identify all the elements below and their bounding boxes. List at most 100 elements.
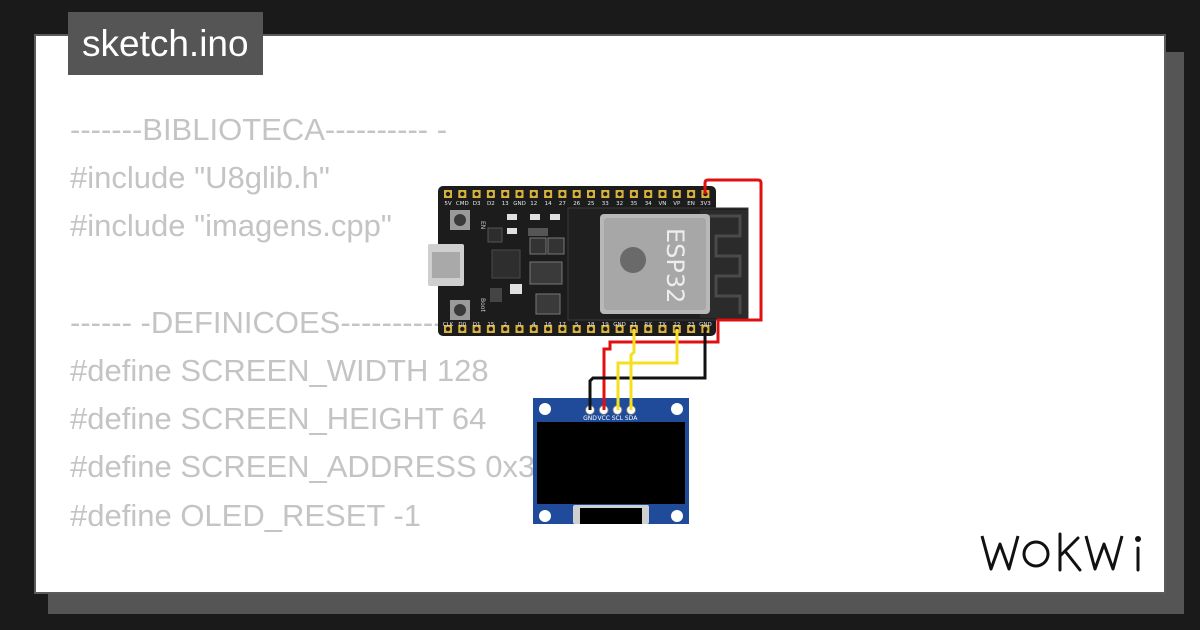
pin-hole [631, 191, 637, 197]
pin-hole [646, 191, 651, 197]
oled-pin-label: GND [583, 415, 597, 422]
code-line: -------BIBLIOTECA---------- - [70, 112, 448, 147]
pin-label: CLK [443, 322, 454, 328]
pin-label: 35 [630, 201, 637, 207]
pin-hole [588, 326, 594, 332]
pin-hole [688, 326, 694, 332]
pin-hole [603, 191, 608, 197]
pin-hole [445, 326, 451, 332]
usb-chip [491, 249, 521, 279]
pin-label: 0 [518, 322, 522, 328]
pin-hole [531, 191, 536, 197]
pin-label: CMD [456, 201, 469, 207]
oled-pin-label: SCL [612, 415, 624, 422]
pin-hole [574, 326, 579, 332]
pin-label: 5V [444, 201, 451, 207]
pin-label: 23 [688, 322, 695, 328]
pin-hole [617, 326, 622, 332]
pin-label: 34 [645, 201, 652, 207]
pin-hole [503, 191, 508, 197]
pin-label: 33 [602, 201, 609, 207]
pin-hole [531, 326, 536, 332]
code-line: #define SCREEN_WIDTH 128 [70, 352, 489, 388]
pin-hole [588, 191, 594, 197]
oled-screen [537, 422, 685, 504]
pin-hole [488, 326, 494, 332]
pin-label: 26 [573, 201, 580, 207]
pin-label: GND [613, 322, 626, 328]
pin-label: 25 [588, 201, 595, 207]
pin-label: 12 [530, 201, 537, 207]
pin-label: D3 [473, 201, 481, 207]
pin-label: 2 [503, 322, 507, 328]
pin-label: 4 [532, 322, 536, 328]
pin-label: 3V3 [700, 201, 711, 207]
pin-label: 5 [575, 322, 579, 328]
code-line: #define OLED_RESET -1 [70, 497, 421, 533]
pin-hole [517, 326, 522, 332]
wire-gnd [588, 329, 707, 410]
pin-hole [574, 191, 579, 197]
wires [588, 178, 763, 410]
wire-gpio21-sda [629, 329, 636, 410]
pin-hole [603, 326, 608, 332]
pin-label: VN [659, 201, 667, 207]
pin-hole [545, 191, 551, 197]
pin-hole [617, 191, 622, 197]
pin-hole [517, 191, 522, 197]
oled-pin-label: SDA [625, 415, 638, 422]
pin-hole [646, 326, 651, 332]
pin-hole [445, 191, 451, 197]
wire-gpio22-scl [616, 329, 679, 410]
code-line: #include "imagens.cpp" [70, 208, 392, 244]
chip-label: ESP32 [661, 228, 689, 303]
pin-label: D1 [473, 322, 481, 328]
code-editor: -------BIBLIOTECA---------- - #include "U… [70, 106, 558, 592]
pin-label: VP [673, 201, 681, 207]
pin-label: 16 [545, 322, 552, 328]
pin-label: D2 [487, 201, 495, 207]
wire-3v3-vcc [602, 178, 763, 410]
antenna [708, 214, 742, 314]
pin-hole [674, 191, 679, 197]
oled-pin-label: VCC [597, 415, 609, 422]
pin-label: 18 [588, 322, 595, 328]
pin-label: 27 [559, 201, 566, 207]
en-label: EN [479, 221, 486, 229]
boot-label: Boot [479, 298, 486, 312]
pin-hole [545, 326, 551, 332]
pin-label: GND [513, 201, 526, 207]
pin-hole [503, 326, 508, 332]
code-line: ------ -DEFINICOES---------- [70, 304, 444, 340]
pin-hole [474, 326, 479, 332]
code-line: #define SCREEN_HEIGHT 64 [70, 401, 487, 437]
pin-hole [688, 191, 694, 197]
pin-label: EN [687, 201, 695, 207]
pin-hole [660, 191, 665, 197]
pin-label: 32 [616, 201, 623, 207]
pin-hole [560, 191, 565, 197]
pin-label: 13 [502, 201, 509, 207]
pin-label: 22 [673, 322, 680, 328]
file-tab[interactable]: sketch.ino [68, 12, 263, 75]
pin-label: RX [644, 322, 652, 328]
code-line: #define SCREEN_ADDRESS 0x3C [70, 449, 558, 485]
pin-label: 14 [545, 201, 552, 207]
pin-hole [488, 191, 494, 197]
pin-hole [660, 326, 665, 332]
pin-label: D0 [458, 322, 466, 328]
pin-hole [460, 191, 465, 197]
pin-label: 15 [487, 322, 494, 328]
pin-hole [460, 326, 465, 332]
pin-label: 17 [559, 322, 566, 328]
code-line: #include "U8glib.h" [70, 160, 330, 196]
pin-hole [474, 191, 479, 197]
pin-hole [560, 326, 565, 332]
pin-label: TX [658, 322, 666, 328]
pin-header-top: 5V CMD D3 D2 13 GND 12 14 27 26 25 33 32 35 34 VN VP EN 3V… [444, 190, 711, 207]
pin-label: 19 [602, 322, 609, 328]
pin-label: GND [699, 322, 712, 328]
